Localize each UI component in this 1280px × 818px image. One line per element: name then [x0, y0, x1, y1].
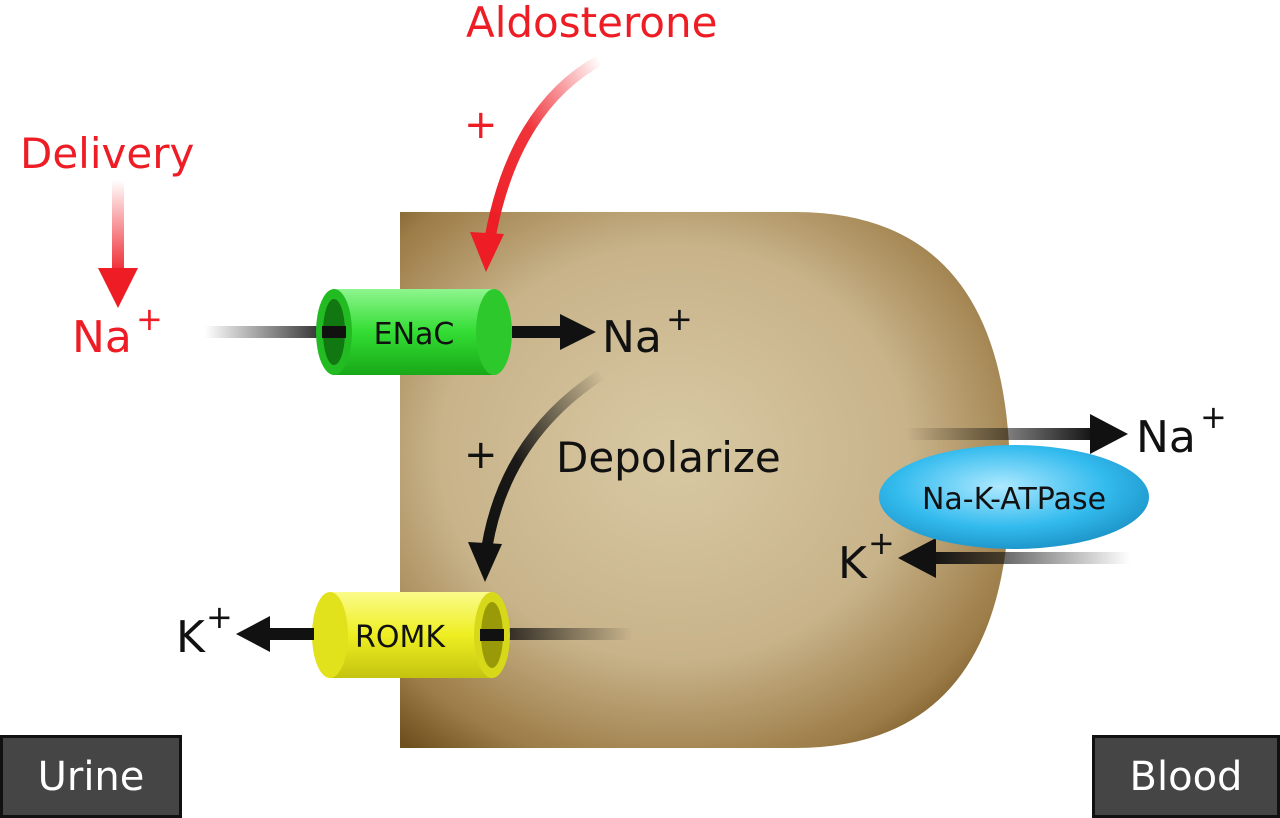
- na-urine-label: Na: [72, 312, 132, 363]
- romk-k-arrow: [236, 616, 314, 652]
- enac-label: ENaC: [374, 317, 455, 352]
- depolarize-arrow: [468, 369, 605, 582]
- blood-compartment-label: Blood: [1092, 735, 1280, 818]
- k-blood-superscript: +: [868, 524, 895, 562]
- nak-atpase-pump: [879, 445, 1149, 549]
- na-cell-label: Na: [602, 312, 662, 363]
- na-cell-superscript: +: [666, 300, 693, 338]
- atpase-na-arrow: [905, 414, 1128, 454]
- urine-label: Urine: [37, 753, 145, 800]
- delivery-arrow: [98, 180, 138, 308]
- k-urine-superscript: +: [206, 598, 233, 636]
- enac-inflow-line: [205, 326, 340, 338]
- aldosterone-arrow: [470, 55, 603, 272]
- blood-label: Blood: [1129, 753, 1243, 800]
- k-urine-label: K: [176, 612, 206, 663]
- romk-inflow-line: [478, 628, 633, 640]
- romk-channel: [312, 592, 510, 678]
- na-urine-superscript: +: [136, 300, 163, 338]
- urine-compartment-label: Urine: [0, 735, 182, 818]
- romk-label: ROMK: [355, 620, 446, 655]
- cell-body: [400, 212, 1010, 748]
- k-blood-label: K: [838, 538, 868, 589]
- aldosterone-label: Aldosterone: [466, 0, 717, 47]
- atpase-k-arrow: [898, 538, 1130, 578]
- depolarize-label: Depolarize: [556, 433, 781, 482]
- depolarize-plus-sign: +: [464, 432, 498, 478]
- enac-na-arrow: [512, 314, 596, 350]
- aldosterone-plus-sign: +: [464, 102, 498, 148]
- enac-channel: [316, 289, 512, 375]
- na-blood-superscript: +: [1200, 398, 1227, 436]
- na-blood-label: Na: [1136, 412, 1196, 463]
- delivery-label: Delivery: [20, 129, 194, 178]
- nak-atpase-label: Na-K-ATPase: [922, 482, 1106, 517]
